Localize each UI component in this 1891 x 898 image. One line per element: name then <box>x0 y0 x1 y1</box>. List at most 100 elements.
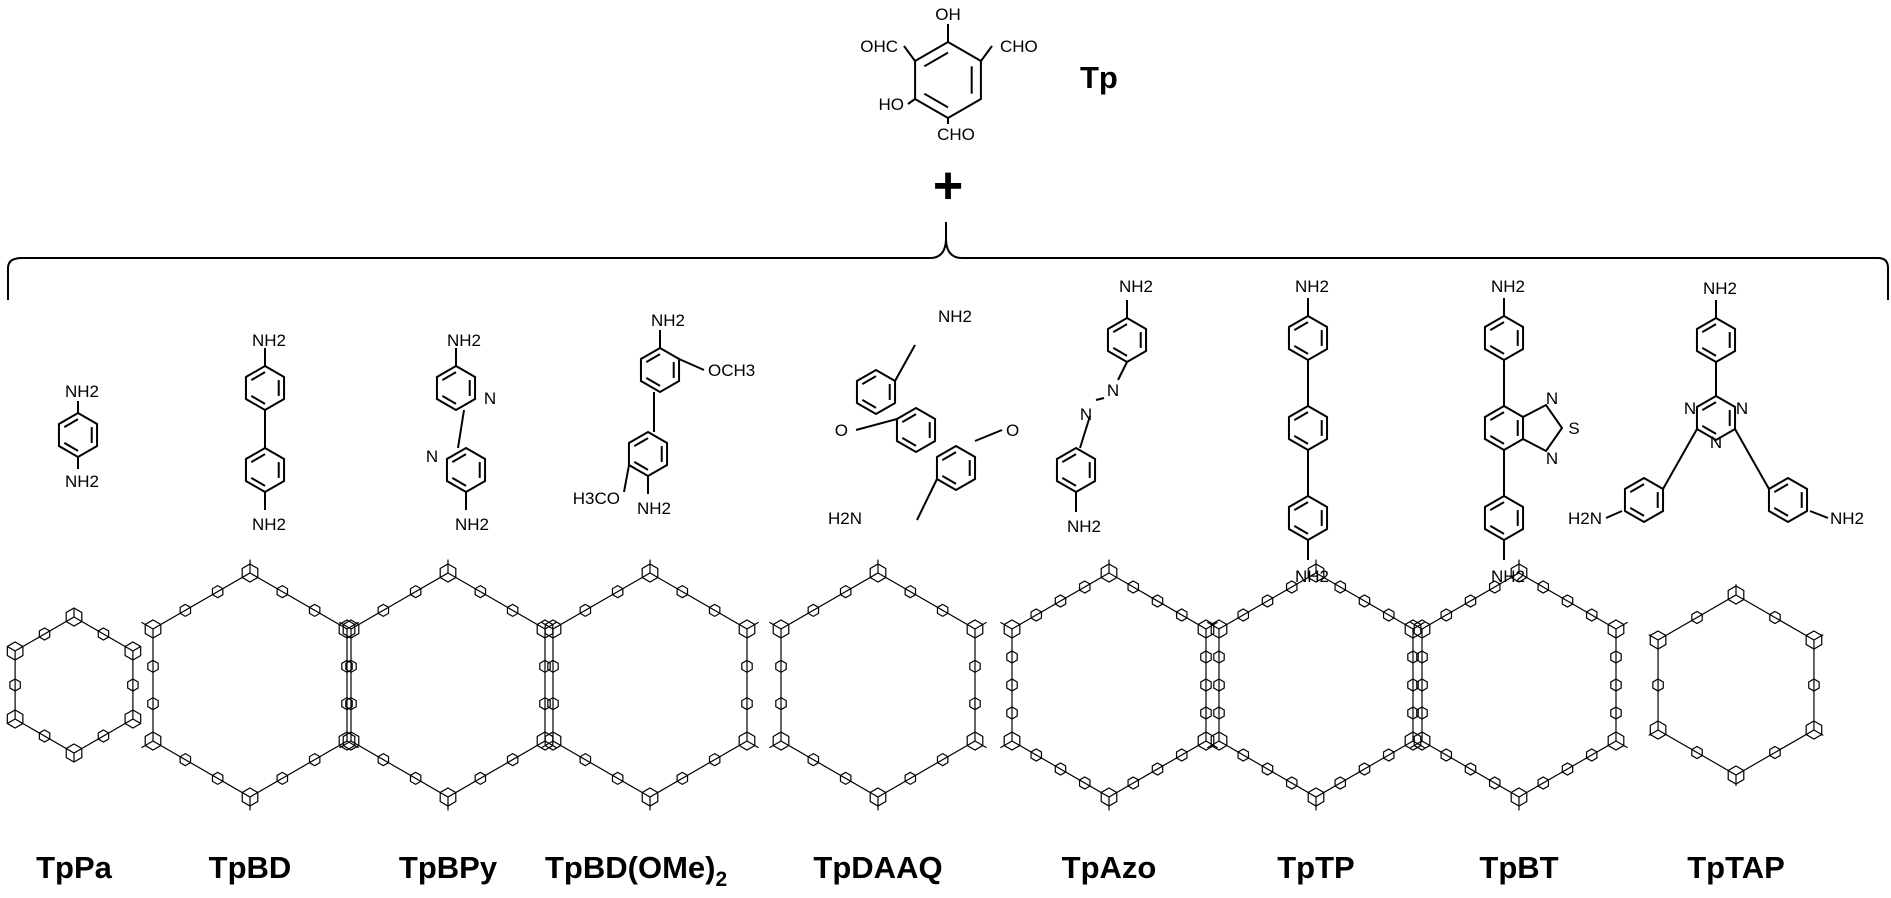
linker-unit <box>506 752 519 767</box>
linker-unit <box>409 584 422 599</box>
linker-unit <box>211 771 224 786</box>
product-name-tpbpy: TpBPy <box>399 850 498 885</box>
linker-pa-amine-bottom: NH2 <box>65 472 99 491</box>
linker-unit <box>1006 650 1018 664</box>
bond-line <box>1734 428 1770 490</box>
linker-bd-amine-top: NH2 <box>252 331 286 350</box>
linker-daaq-amine-bottom: H2N <box>828 509 862 528</box>
double-bond-line <box>861 375 877 385</box>
double-bond-line <box>250 371 266 381</box>
linker-unit <box>904 584 917 599</box>
linker-unit <box>9 678 21 692</box>
aromatic-ring <box>1695 394 1737 442</box>
cof-framework-7 <box>1410 559 1628 811</box>
linker-unit <box>1213 678 1225 692</box>
grouping-brace <box>7 222 1889 300</box>
linker-unit <box>1358 762 1371 776</box>
linker-unit <box>807 603 820 618</box>
double-bond-line <box>441 395 457 405</box>
tp-knot <box>1413 731 1431 751</box>
tp-monomer-name: Tp <box>1080 60 1118 95</box>
double-bond-line <box>451 453 467 463</box>
cof-framework-1 <box>141 559 359 811</box>
tp-group-ohc-left: OHC <box>860 37 898 56</box>
bond-line <box>623 464 630 493</box>
linker-bpy-nitrogen-2: N <box>426 447 438 466</box>
linker-tp-amine-bottom: NH2 <box>1295 567 1329 586</box>
tp-knot <box>1197 731 1215 751</box>
pendant-bond <box>1207 621 1220 630</box>
linker-unit <box>741 696 753 711</box>
double-bond-line <box>1489 411 1505 421</box>
cof-pore-outline <box>1218 572 1414 798</box>
tp-knot <box>966 731 984 751</box>
product-name-tptp: TpTP <box>1277 850 1355 885</box>
double-bond-line <box>1701 347 1717 357</box>
thiadiazole-ring <box>1522 403 1564 453</box>
linker-bpy-amine-top: NH2 <box>447 331 481 350</box>
linker-azo-amine-bottom: NH2 <box>1067 517 1101 536</box>
linker-bdome-amine-top: NH2 <box>651 311 685 330</box>
linker-unit <box>506 603 519 618</box>
bond-line <box>678 358 705 371</box>
linker-daaq-oxygen-left: O <box>835 421 848 440</box>
tp-knot <box>1607 731 1625 751</box>
linker-bt-nitrogen-1: N <box>1546 389 1558 408</box>
product-name-tptap: TpTAP <box>1687 850 1785 885</box>
double-bond-line <box>941 451 957 461</box>
linker-unit <box>179 603 192 618</box>
linker-unit <box>1537 580 1550 594</box>
linker-unit <box>539 659 551 674</box>
double-bond-line <box>633 437 649 447</box>
linker-unit <box>1030 608 1043 622</box>
linker-unit <box>1691 745 1703 760</box>
linker-unit <box>377 752 390 767</box>
linker-unit <box>1030 748 1043 762</box>
pendant-bond <box>544 740 557 749</box>
linker-unit <box>1127 776 1140 790</box>
linker-unit <box>839 584 852 599</box>
double-bond-line <box>901 437 917 447</box>
pendant-bond <box>1205 621 1218 630</box>
linker-unit <box>708 603 721 618</box>
cof-framework-5 <box>1000 559 1218 811</box>
linker-azo-nitrogen-2: N <box>1080 405 1092 424</box>
pendant-bond <box>1207 740 1220 749</box>
tp-group-cho-bottom: CHO <box>937 125 975 144</box>
cof-framework-3 <box>541 559 759 811</box>
product-name-tpbdome2-main: TpBD(OMe) <box>545 850 715 885</box>
cof-framework-2 <box>339 559 557 811</box>
product-names: TpPa TpBD TpBPy TpBD(OMe)2 TpDAAQ TpAzo … <box>36 850 1785 891</box>
linker-unit <box>345 659 357 674</box>
linker-unit <box>611 584 624 599</box>
double-bond-line <box>1701 425 1717 435</box>
bond-line <box>894 344 916 382</box>
linker-unit <box>539 696 551 711</box>
double-bond-line <box>1489 321 1505 331</box>
linker-pa-amine-top: NH2 <box>65 382 99 401</box>
double-bond-line <box>1773 483 1789 493</box>
linker-unit <box>1006 706 1018 720</box>
double-bond-line <box>1489 525 1505 535</box>
linker-unit <box>936 603 949 618</box>
linker-tap-nitrogen-3: N <box>1710 433 1722 452</box>
linker-unit <box>1382 748 1395 762</box>
pendant-bond <box>339 621 352 630</box>
linker-unit <box>1213 650 1225 664</box>
pendant-bond <box>141 740 154 749</box>
plus-operator: + <box>933 157 963 215</box>
pendant-bond <box>1648 729 1659 736</box>
tp-knot <box>6 641 24 661</box>
linker-unit <box>969 696 981 711</box>
tp-knot <box>544 731 562 751</box>
linker-unit <box>1561 594 1574 608</box>
tp-knot <box>1727 585 1745 605</box>
tp-knot <box>738 731 756 751</box>
linker-unit <box>1610 650 1622 664</box>
pendant-bond <box>1648 634 1659 641</box>
cof-framework-4 <box>769 559 987 811</box>
linker-unit <box>308 603 321 618</box>
